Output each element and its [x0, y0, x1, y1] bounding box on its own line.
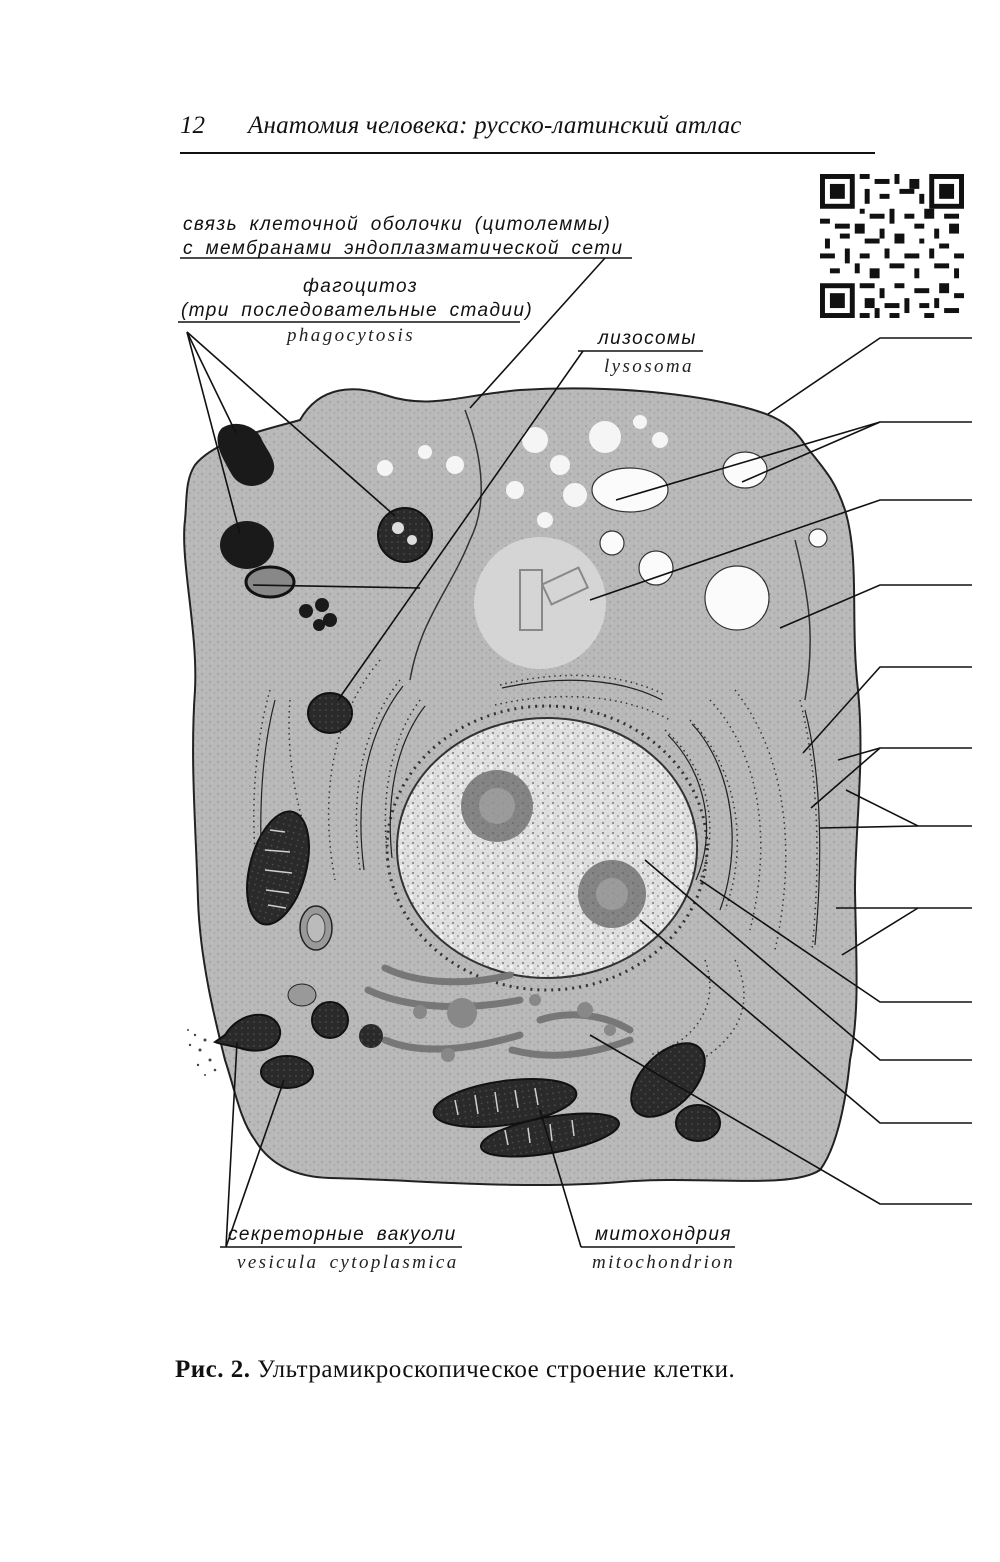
page-number: 12	[180, 112, 205, 139]
centrosome	[474, 537, 606, 669]
label-mitochondrion-ru: митохондрия	[595, 1224, 732, 1245]
label-mitochondrion-la: mitochondrion	[592, 1252, 736, 1273]
secretory-vacuole	[212, 1013, 282, 1052]
lysosome	[307, 692, 353, 734]
label-lysosomes-la: lysosoma	[604, 356, 694, 377]
label-lysosomes-ru: лизосомы	[598, 328, 697, 349]
label-secretory-ru: секреторные вакуоли	[228, 1224, 457, 1245]
label-cytolemma-er-line1: связь клеточной оболочки (цитолеммы)	[183, 214, 612, 235]
nucleus	[396, 717, 698, 979]
book-title: Анатомия человека: русско-латинский атла…	[248, 112, 742, 139]
figure-label: Рис. 2.	[175, 1356, 251, 1383]
label-phagocytosis-ru-line1: фагоцитоз	[303, 276, 418, 297]
phagocytosis-stage-2	[220, 521, 274, 569]
qr-code-icon	[820, 174, 964, 318]
running-head: 12 Анатомия человека: русско-латинский а…	[180, 112, 875, 154]
figure-caption-text: Ультрамикроскопическое строение клетки.	[257, 1356, 736, 1383]
label-cytolemma-er-line2: с мембранами эндоплазматической сети	[183, 238, 624, 259]
phagocytosis-stage-3	[377, 507, 433, 563]
figure-caption: Рис. 2. Ультрамикроскопическое строение …	[175, 1356, 735, 1384]
nuclear-envelope	[385, 704, 709, 992]
phagocytosis-stage-1	[217, 423, 275, 486]
label-secretory-la: vesicula cytoplasmica	[237, 1252, 459, 1273]
secretory-vacuole	[260, 1055, 314, 1089]
label-phagocytosis-ru-line2: (три последовательные стадии)	[181, 300, 534, 321]
label-phagocytosis-la: phagocytosis	[287, 325, 416, 346]
